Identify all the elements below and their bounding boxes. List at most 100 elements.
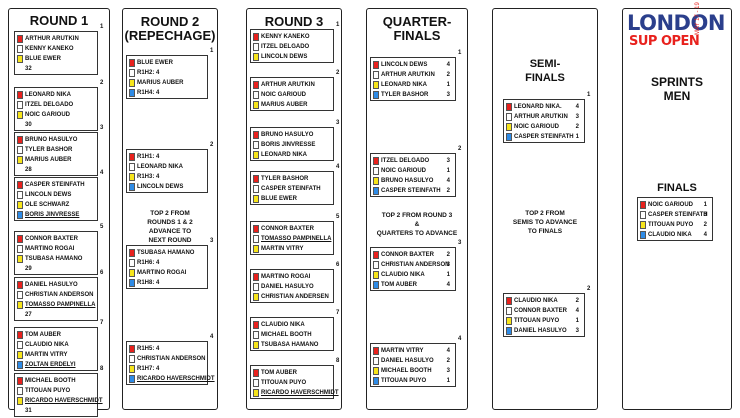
competitor-row: TITOUAN PUYO	[251, 378, 333, 388]
competitor-name: LEONARD NIKA	[381, 82, 427, 88]
competitor-name: LINCOLN DEWS	[137, 184, 184, 190]
competitor-score: 4	[703, 232, 707, 238]
logo-bottom-text: SUP OPEN	[629, 34, 700, 49]
competitor-score: 4	[446, 348, 450, 354]
competitor-name: CLAUDIO NIKA	[381, 272, 425, 278]
competitor-name: NOIC GARIOUD	[648, 202, 693, 208]
lane-color-swatch	[373, 167, 379, 175]
lane-color-swatch	[17, 361, 23, 369]
competitor-name: ITZEL DELGADO	[25, 102, 74, 108]
lane-color-swatch	[129, 153, 135, 161]
competitor-row: ITZEL DELGADO 3	[371, 156, 455, 166]
competitor-row: BRUNO HASULYO	[15, 135, 97, 145]
competitor-name: LEONARD NIKA	[261, 152, 307, 158]
competitor-score: 3	[446, 158, 450, 164]
competitor-name: TITOUAN PUYO	[648, 222, 694, 228]
lane-color-swatch	[640, 231, 646, 239]
lane-color-swatch	[17, 101, 23, 109]
competitor-row: R1H7: 4	[127, 364, 207, 374]
competitor-score: 4	[446, 178, 450, 184]
heat-number: 4	[210, 334, 214, 340]
competitor-score: 4	[575, 308, 579, 314]
competitor-name: CLAUDIO NIKA	[261, 322, 305, 328]
competitor-row: ITZEL DELGADO	[251, 42, 333, 52]
competitor-name: LEONARD NIKA	[25, 92, 71, 98]
competitor-row: TSUBASA HAMANO	[127, 248, 207, 258]
competitor-row: MARTINO ROGAI	[127, 268, 207, 278]
competitor-name: ARTHUR ARUTKIN	[514, 114, 568, 120]
competitor-name: MICHAEL BOOTH	[25, 378, 76, 384]
competitor-row: CHRISTIAN ANDERSEN	[251, 292, 333, 302]
competitor-name: DANIEL HASULYO	[261, 284, 314, 290]
lane-color-swatch	[17, 281, 23, 289]
heat-result: 27	[25, 312, 32, 318]
competitor-score: 3	[446, 262, 450, 268]
competitor-row: TOMASSO PAMPINELLA	[251, 234, 333, 244]
competitor-row: CLAUDIO NIKA	[15, 340, 97, 350]
competitor-name: BRUNO HASULYO	[261, 132, 314, 138]
competitor-row: NOIC GARIOUD	[251, 90, 333, 100]
competitor-row: CLAUDIO NIKA	[251, 320, 333, 330]
competitor-row: BLUE EWER	[127, 58, 207, 68]
competitor-name: TOMASSO PAMPINELLA	[261, 236, 332, 242]
competitor-name: CASPER STEINFATH	[25, 182, 85, 188]
quarterfinals-title: QUARTER- FINALS	[382, 14, 452, 43]
competitor-row: TSUBASA HAMANO	[251, 340, 333, 350]
lane-color-swatch	[373, 357, 379, 365]
heat-number: 2	[458, 146, 462, 152]
heat-result: 31	[25, 408, 32, 414]
lane-color-swatch	[373, 177, 379, 185]
lane-color-swatch	[17, 111, 23, 119]
competitor-name: DANIEL HASULYO	[514, 328, 567, 334]
competitor-row: LEONARD NIKA.4	[504, 102, 584, 112]
lane-color-swatch	[253, 245, 259, 253]
lane-color-swatch	[17, 351, 23, 359]
lane-color-swatch	[17, 331, 23, 339]
heat-result: 29	[25, 266, 32, 272]
competitor-row: DANIEL HASULYO	[251, 282, 333, 292]
competitor-name: DANIEL HASULYO	[381, 358, 434, 364]
logo-date-text: MAY 17 - 19	[695, 2, 701, 35]
competitor-score: 2	[703, 222, 707, 228]
competitor-row: TYLER BASHOR	[15, 145, 97, 155]
lane-color-swatch	[129, 345, 135, 353]
competitor-row: KENNY KANEKO	[15, 44, 97, 54]
lane-color-swatch	[253, 131, 259, 139]
lane-color-swatch	[129, 79, 135, 87]
competitor-score: 2	[575, 298, 579, 304]
lane-color-swatch	[17, 156, 23, 164]
competitor-name: TOM AUBER	[381, 282, 417, 288]
competitor-row: R1H5: 4	[127, 344, 207, 354]
competitor-name: DANIEL HASULYO	[25, 282, 78, 288]
lane-color-swatch	[253, 101, 259, 109]
competitor-row: MICHAEL BOOTH	[251, 330, 333, 340]
lane-color-swatch	[17, 255, 23, 263]
competitor-name: TYLER BASHOR	[261, 176, 309, 182]
heat-number: 6	[336, 262, 340, 268]
competitor-row: MARTIN VITRY	[251, 244, 333, 254]
lane-color-swatch	[17, 191, 23, 199]
competitor-row: ARTHUR ARUTKIN	[251, 80, 333, 90]
lane-color-swatch	[129, 59, 135, 67]
competitor-name: ITZEL DELGADO	[381, 158, 430, 164]
competitor-name: TSUBASA HAMANO	[261, 342, 319, 348]
competitor-row: LINCOLN DEWS	[127, 182, 207, 192]
competitor-name: BLUE EWER	[261, 196, 297, 202]
competitor-row: MARIUS AUBER	[15, 155, 97, 165]
competitor-score: 4	[575, 104, 579, 110]
competitor-score: 2	[446, 188, 450, 194]
